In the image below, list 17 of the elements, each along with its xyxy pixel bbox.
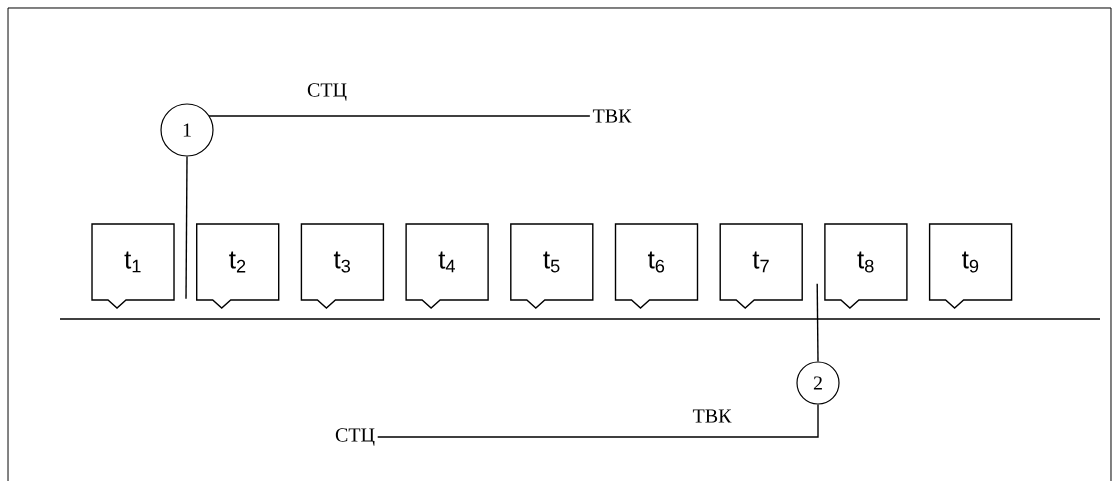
block-box: t$_{1}$ bbox=[91, 223, 175, 309]
block-box: t$_{5}$ bbox=[510, 223, 594, 309]
block-box: t$_{8}$ bbox=[824, 223, 908, 309]
block-box: t$_{6}$ bbox=[614, 223, 699, 309]
block-box: t$_{9}$ bbox=[928, 223, 1013, 309]
line-label: СТЦ bbox=[335, 428, 375, 446]
connector-line bbox=[377, 403, 819, 438]
block-box: t$_{4}$ bbox=[405, 223, 489, 309]
connector-line bbox=[185, 155, 188, 300]
connector-line bbox=[208, 115, 591, 117]
block-box: t$_{7}$ bbox=[719, 223, 803, 309]
edge-label: ТВК bbox=[691, 408, 733, 424]
edge-label: СТЦ bbox=[306, 82, 348, 102]
line-label: ТВК bbox=[592, 109, 632, 123]
block-box: t$_{2}$ bbox=[196, 223, 280, 309]
block-box: t$_{3}$ bbox=[300, 223, 385, 309]
connector-line bbox=[816, 283, 819, 363]
